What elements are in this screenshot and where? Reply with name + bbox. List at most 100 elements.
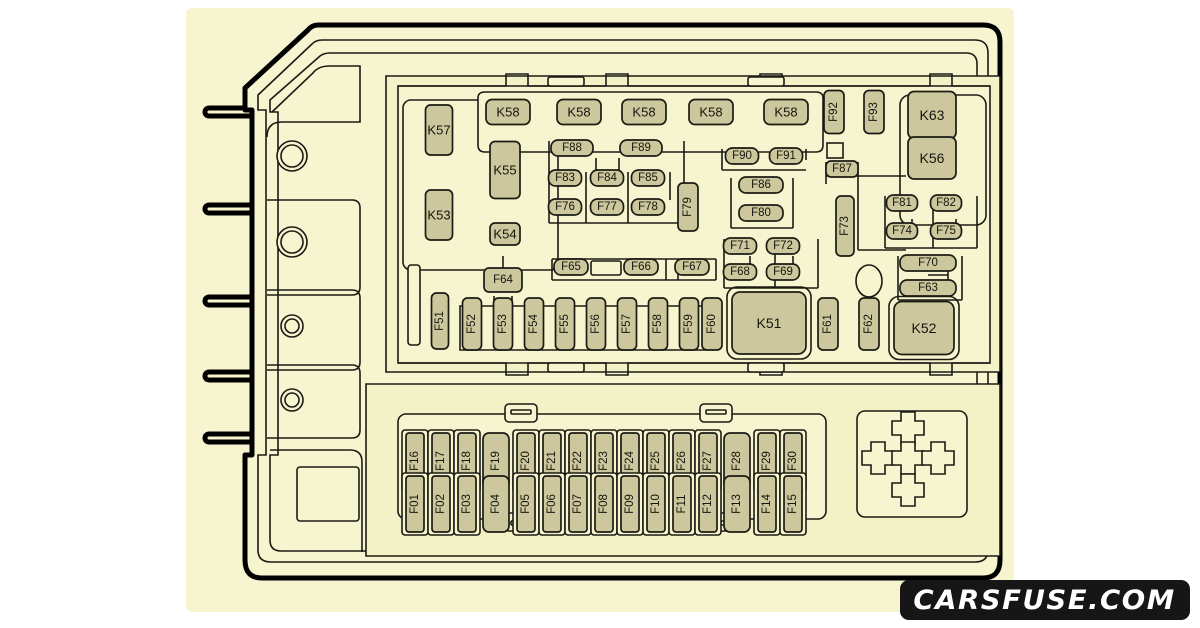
- narrow-vertical-slot: [407, 264, 421, 346]
- fuse-body: [738, 176, 784, 194]
- fuse-f58[interactable]: F58: [647, 297, 669, 351]
- relay-k54[interactable]: K54: [489, 222, 521, 246]
- fuse-f70[interactable]: F70: [899, 254, 957, 272]
- fuse-f64[interactable]: F64: [483, 267, 523, 293]
- fuse-f88[interactable]: F88: [550, 139, 594, 157]
- fuse-f93[interactable]: F93: [863, 89, 885, 135]
- fuse-f74[interactable]: F74: [885, 222, 919, 240]
- component-label: F58: [652, 314, 664, 334]
- fuse-f13[interactable]: F13: [723, 475, 751, 533]
- component-label: F82: [936, 197, 956, 209]
- fuse-label: F10: [650, 494, 662, 514]
- relay-k58[interactable]: K58: [556, 98, 602, 126]
- fuse-f59[interactable]: F59: [678, 297, 700, 351]
- fuse-body: [619, 139, 663, 157]
- fuse-f89[interactable]: F89: [619, 139, 663, 157]
- fuse-body: [698, 475, 718, 533]
- fuse-f19[interactable]: F19: [482, 432, 510, 490]
- fuse-f06[interactable]: F06: [538, 472, 566, 536]
- fuse-f68[interactable]: F68: [722, 263, 758, 281]
- relay-k63[interactable]: K63: [907, 90, 957, 140]
- fuse-f10[interactable]: F10: [642, 472, 670, 536]
- component-label: F59: [683, 314, 695, 334]
- fuse-f87[interactable]: F87: [825, 160, 859, 178]
- fuse-f75[interactable]: F75: [929, 222, 963, 240]
- fuse-f02[interactable]: F02: [427, 472, 455, 536]
- fuse-f91[interactable]: F91: [768, 147, 804, 165]
- fuse-body: [929, 222, 963, 240]
- relay-k51[interactable]: K51: [731, 291, 807, 355]
- fuse-f82[interactable]: F82: [929, 194, 963, 212]
- fuse-f56[interactable]: F56: [585, 297, 607, 351]
- component-label: F77: [597, 201, 617, 213]
- fuse-f04[interactable]: F04: [482, 475, 510, 533]
- fuse-f67[interactable]: F67: [674, 258, 710, 276]
- fuse-f83[interactable]: F83: [547, 169, 583, 187]
- component-label: F83: [555, 172, 575, 184]
- relay-k53[interactable]: K53: [424, 189, 454, 241]
- fuse-f52[interactable]: F52: [461, 297, 483, 351]
- fuse-f01[interactable]: F01: [401, 472, 429, 536]
- fuse-f60[interactable]: F60: [701, 297, 723, 351]
- fuse-label: F08: [598, 494, 610, 514]
- fuse-f57[interactable]: F57: [616, 297, 638, 351]
- relay-k56[interactable]: K56: [907, 136, 957, 180]
- fuse-f66[interactable]: F66: [623, 258, 659, 276]
- fuse-f08[interactable]: F08: [590, 472, 618, 536]
- fuse-f80[interactable]: F80: [738, 204, 784, 222]
- fuse-f09[interactable]: F09: [616, 472, 644, 536]
- puller-cross-slot-4: [921, 441, 955, 475]
- fuse-f79[interactable]: F79: [677, 182, 699, 232]
- relay-k55[interactable]: K55: [489, 140, 521, 200]
- fuse-f14[interactable]: F14: [753, 472, 781, 536]
- carsfuse-logo-badge[interactable]: CARSFUSE.COM: [900, 580, 1190, 620]
- fuse-f90[interactable]: F90: [724, 147, 760, 165]
- fuse-f51[interactable]: F51: [430, 292, 450, 350]
- fuse-body: [594, 475, 614, 533]
- fuse-f71[interactable]: F71: [722, 237, 758, 255]
- fuse-f07[interactable]: F07: [564, 472, 592, 536]
- fuse-body: [885, 194, 919, 212]
- fuse-label: F27: [702, 451, 714, 471]
- fuse-body: [547, 198, 583, 216]
- fuse-f76[interactable]: F76: [547, 198, 583, 216]
- fuse-f55[interactable]: F55: [554, 297, 576, 351]
- fuse-f54[interactable]: F54: [523, 297, 545, 351]
- relay-k57[interactable]: K57: [424, 104, 454, 156]
- fuse-f65[interactable]: F65: [553, 258, 589, 276]
- fuse-f61[interactable]: F61: [817, 297, 839, 351]
- fuse-f81[interactable]: F81: [885, 194, 919, 212]
- relay-k58[interactable]: K58: [688, 98, 734, 126]
- fuse-f05[interactable]: F05: [512, 472, 540, 536]
- relay-k58[interactable]: K58: [621, 98, 667, 126]
- fuse-label: F13: [731, 494, 743, 514]
- fuse-f15[interactable]: F15: [779, 472, 807, 536]
- fuse-f11[interactable]: F11: [668, 472, 696, 536]
- fuse-f12[interactable]: F12: [694, 472, 722, 536]
- fuse-f92[interactable]: F92: [823, 89, 845, 135]
- relay-body: [489, 222, 521, 246]
- fuse-f73[interactable]: F73: [835, 195, 855, 257]
- component-label: F76: [555, 201, 575, 213]
- fuse-f78[interactable]: F78: [630, 198, 666, 216]
- fuse-f63[interactable]: F63: [899, 279, 957, 297]
- fuse-f86[interactable]: F86: [738, 176, 784, 194]
- fuse-f53[interactable]: F53: [492, 297, 514, 351]
- fuse-f72[interactable]: F72: [765, 237, 801, 255]
- relay-k52[interactable]: K52: [893, 300, 955, 356]
- fuse-f84[interactable]: F84: [589, 169, 625, 187]
- relay-k58[interactable]: K58: [763, 98, 809, 126]
- bank-latch-slot-2: [705, 409, 727, 415]
- fuse-body: [929, 194, 963, 212]
- fuse-f62[interactable]: F62: [858, 297, 880, 351]
- fuse-f85[interactable]: F85: [630, 169, 666, 187]
- fuse-body: [722, 237, 758, 255]
- component-label: F53: [497, 314, 509, 334]
- relay-k58[interactable]: K58: [485, 98, 531, 126]
- fuse-f69[interactable]: F69: [765, 263, 801, 281]
- puller-cross-slot-2: [861, 441, 895, 475]
- component-label: F67: [682, 261, 702, 273]
- fuse-f03[interactable]: F03: [453, 472, 481, 536]
- fuse-f77[interactable]: F77: [589, 198, 625, 216]
